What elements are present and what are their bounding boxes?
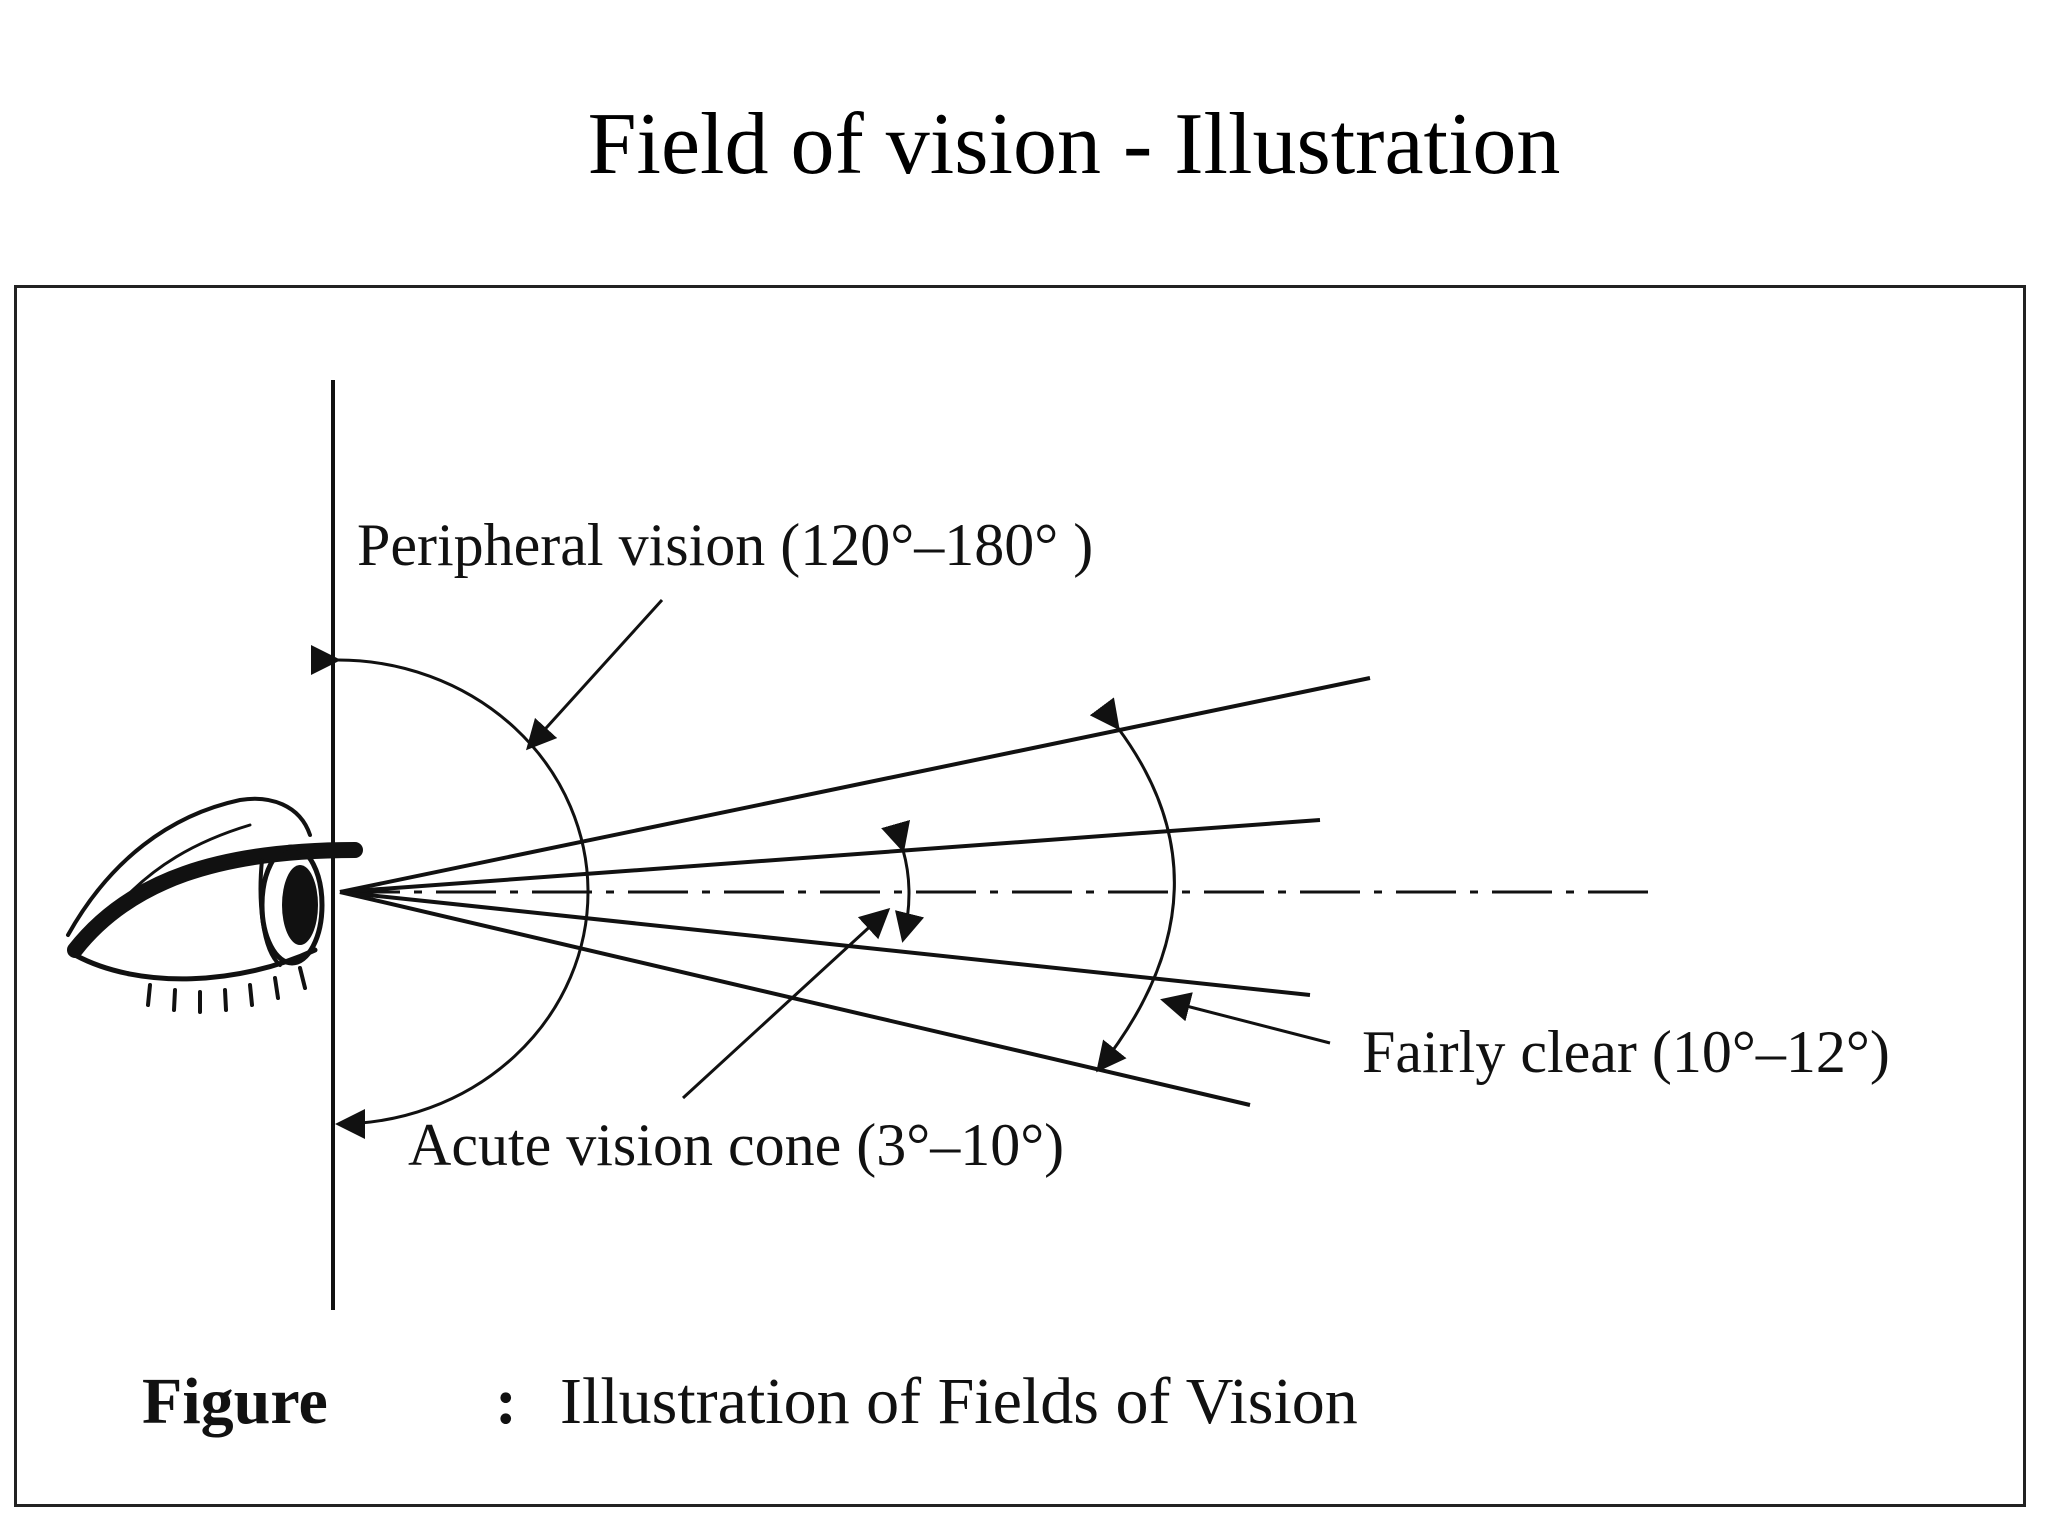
sight-line-outer-lower <box>339 890 1251 1107</box>
figure-caption-text: Illustration of Fields of Vision <box>560 1365 1358 1438</box>
eye-icon <box>66 796 363 1014</box>
figure-caption-separator: : <box>495 1365 517 1438</box>
sight-line-inner-lower <box>339 890 1311 997</box>
figure-caption-prefix: Figure <box>142 1365 328 1438</box>
sight-line-inner-upper <box>339 818 1321 894</box>
sight-line-outer-upper <box>339 676 1371 894</box>
figure-frame <box>14 285 2026 1507</box>
fairly-clear-arc <box>1089 697 1176 1073</box>
acute-vision-label: Acute vision cone (3°–10°) <box>408 1112 1064 1178</box>
peripheral-vision-label: Peripheral vision (120°–180° ) <box>357 512 1093 578</box>
acute-leader-line <box>681 907 891 1100</box>
acute-vision-arc <box>881 819 925 943</box>
page-title: Field of vision - Illustration <box>587 96 1561 193</box>
fairly-clear-label: Fairly clear (10°–12°) <box>1362 1019 1890 1085</box>
peripheral-vision-arc <box>310 644 590 1139</box>
peripheral-leader-line <box>525 598 664 751</box>
fairly-clear-leader-line <box>1160 992 1331 1045</box>
